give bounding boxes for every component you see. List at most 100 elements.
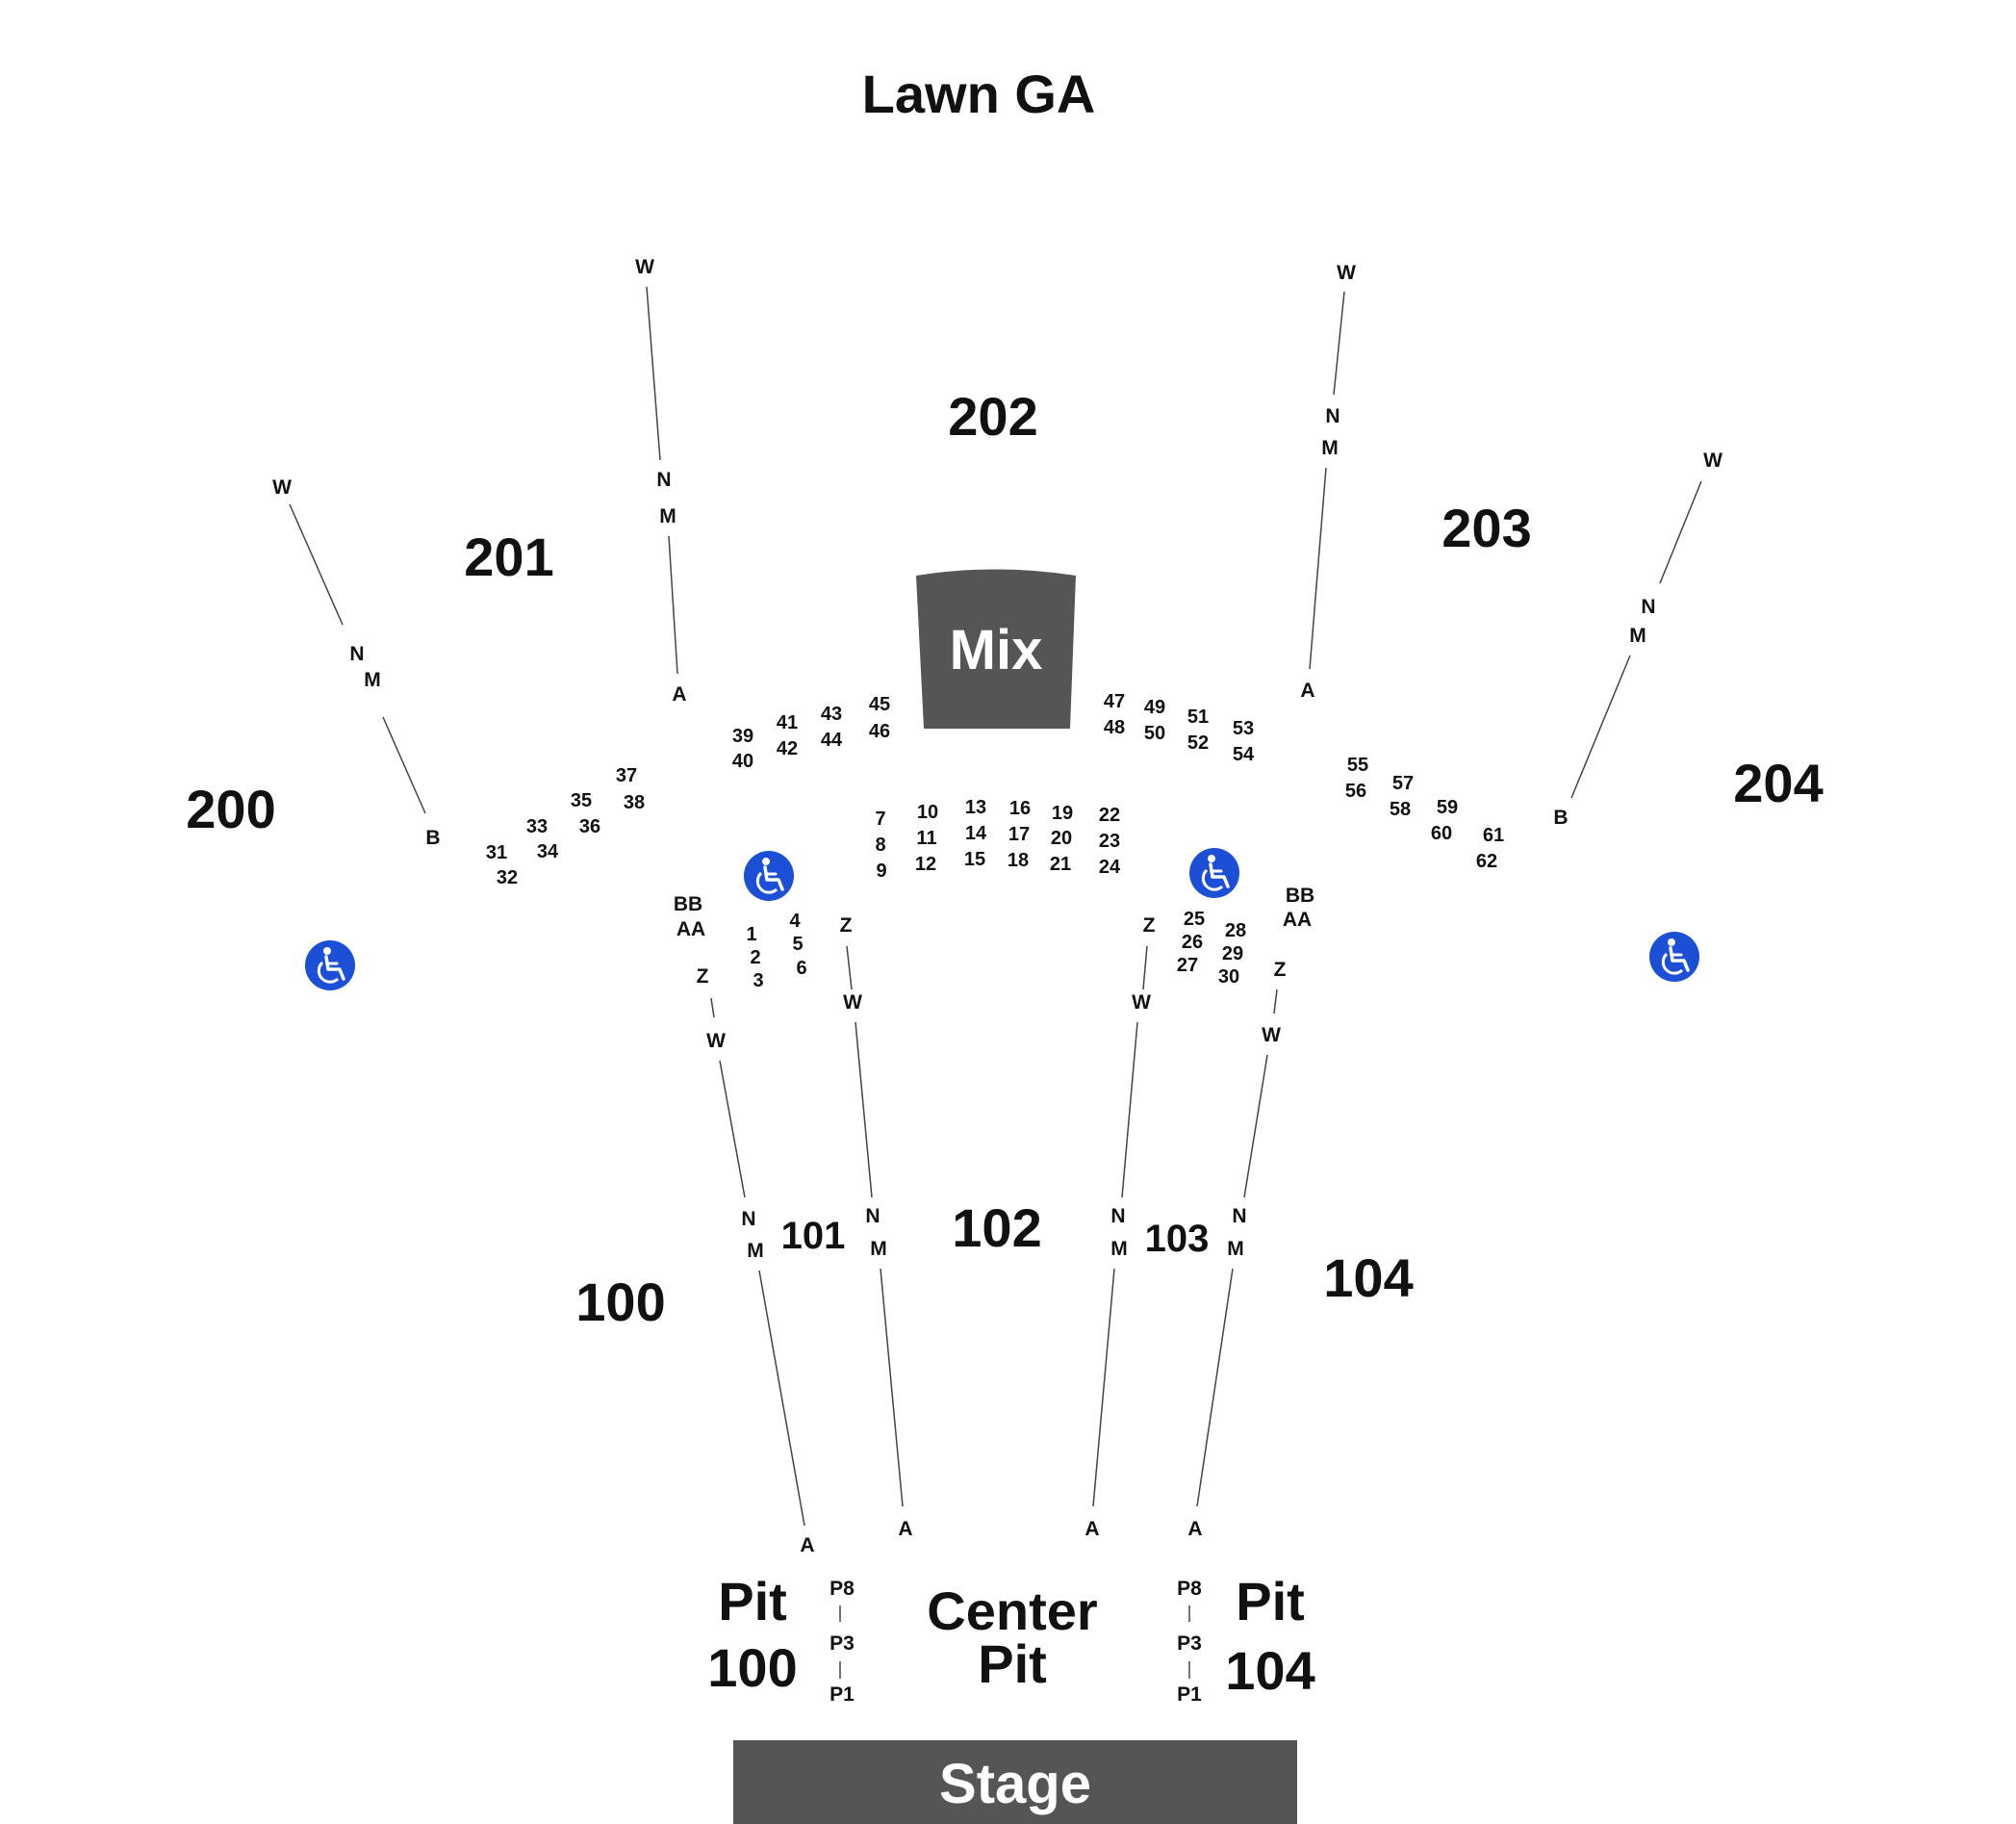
box-54[interactable]: 54 bbox=[1233, 744, 1255, 765]
box-2[interactable]: 2 bbox=[750, 947, 760, 968]
box-12[interactable]: 12 bbox=[915, 854, 936, 875]
section-103[interactable]: 103 bbox=[1145, 1218, 1210, 1260]
box-39[interactable]: 39 bbox=[732, 726, 753, 747]
box-6[interactable]: 6 bbox=[796, 958, 806, 979]
row-label-aa: AA bbox=[1283, 909, 1312, 931]
box-19[interactable]: 19 bbox=[1052, 803, 1073, 824]
box-47[interactable]: 47 bbox=[1104, 691, 1125, 712]
box-52[interactable]: 52 bbox=[1187, 732, 1209, 754]
box-1[interactable]: 1 bbox=[746, 924, 756, 945]
box-17[interactable]: 17 bbox=[1008, 824, 1030, 845]
box-11[interactable]: 11 bbox=[916, 828, 936, 849]
box-33[interactable]: 33 bbox=[526, 816, 548, 837]
box-56[interactable]: 56 bbox=[1345, 781, 1366, 802]
box-42[interactable]: 42 bbox=[777, 738, 798, 759]
row-label-m: M bbox=[870, 1238, 887, 1260]
wheelchair-icon[interactable] bbox=[1189, 848, 1239, 898]
row-label-w: W bbox=[635, 256, 654, 278]
aisle-line bbox=[1333, 291, 1345, 396]
box-35[interactable]: 35 bbox=[571, 790, 592, 811]
row-label-n: N bbox=[349, 643, 364, 665]
box-61[interactable]: 61 bbox=[1483, 825, 1504, 846]
section-101[interactable]: 101 bbox=[781, 1215, 846, 1257]
box-25[interactable]: 25 bbox=[1184, 909, 1205, 930]
box-55[interactable]: 55 bbox=[1347, 755, 1368, 776]
box-46[interactable]: 46 bbox=[869, 721, 890, 742]
box-60[interactable]: 60 bbox=[1431, 823, 1452, 844]
pit-100-line2[interactable]: 100 bbox=[707, 1637, 797, 1698]
box-10[interactable]: 10 bbox=[917, 802, 938, 823]
box-37[interactable]: 37 bbox=[616, 765, 637, 786]
pit-100-line1[interactable]: Pit bbox=[718, 1571, 787, 1631]
row-label-a: A bbox=[1300, 680, 1314, 702]
box-24[interactable]: 24 bbox=[1099, 857, 1121, 878]
box-22[interactable]: 22 bbox=[1099, 805, 1120, 826]
box-53[interactable]: 53 bbox=[1233, 718, 1254, 739]
box-31[interactable]: 31 bbox=[486, 842, 507, 863]
row-label-z: Z bbox=[697, 965, 709, 988]
box-44[interactable]: 44 bbox=[821, 730, 843, 751]
box-18[interactable]: 18 bbox=[1008, 850, 1029, 871]
box-38[interactable]: 38 bbox=[624, 792, 645, 813]
pit-104-line2[interactable]: 104 bbox=[1225, 1640, 1314, 1701]
box-8[interactable]: 8 bbox=[875, 835, 885, 856]
box-57[interactable]: 57 bbox=[1392, 773, 1414, 794]
box-21[interactable]: 21 bbox=[1050, 854, 1071, 875]
section-202[interactable]: 202 bbox=[948, 386, 1037, 447]
box-5[interactable]: 5 bbox=[792, 934, 803, 955]
box-30[interactable]: 30 bbox=[1218, 966, 1239, 988]
box-14[interactable]: 14 bbox=[965, 823, 987, 844]
aisle-line bbox=[758, 1270, 805, 1527]
box-36[interactable]: 36 bbox=[579, 816, 600, 837]
aisle-line bbox=[710, 997, 715, 1018]
box-26[interactable]: 26 bbox=[1182, 932, 1203, 953]
box-23[interactable]: 23 bbox=[1099, 831, 1120, 852]
row-label-a: A bbox=[1187, 1518, 1202, 1540]
section-104[interactable]: 104 bbox=[1323, 1247, 1413, 1308]
center-pit-line1[interactable]: Center bbox=[927, 1580, 1097, 1641]
wheelchair-icon[interactable] bbox=[1649, 932, 1699, 982]
row-label-aa: AA bbox=[676, 918, 705, 940]
box-7[interactable]: 7 bbox=[875, 809, 885, 830]
box-32[interactable]: 32 bbox=[497, 867, 518, 888]
row-label-n: N bbox=[865, 1205, 880, 1227]
box-43[interactable]: 43 bbox=[821, 704, 842, 725]
section-201[interactable]: 201 bbox=[464, 527, 553, 587]
box-9[interactable]: 9 bbox=[876, 861, 886, 882]
box-4[interactable]: 4 bbox=[789, 911, 801, 932]
box-48[interactable]: 48 bbox=[1104, 717, 1125, 738]
wheelchair-icon[interactable] bbox=[744, 851, 794, 901]
box-3[interactable]: 3 bbox=[753, 970, 763, 991]
wheelchair-icon[interactable] bbox=[305, 940, 355, 990]
section-102[interactable]: 102 bbox=[952, 1197, 1041, 1258]
section-203[interactable]: 203 bbox=[1442, 498, 1531, 558]
section-204[interactable]: 204 bbox=[1733, 753, 1823, 813]
row-label-a: A bbox=[898, 1518, 912, 1540]
box-59[interactable]: 59 bbox=[1437, 797, 1458, 818]
box-51[interactable]: 51 bbox=[1187, 706, 1209, 728]
box-15[interactable]: 15 bbox=[964, 849, 985, 870]
row-label-w: W bbox=[1132, 991, 1151, 1014]
box-49[interactable]: 49 bbox=[1144, 697, 1165, 718]
box-20[interactable]: 20 bbox=[1051, 828, 1072, 849]
box-13[interactable]: 13 bbox=[965, 797, 986, 818]
box-58[interactable]: 58 bbox=[1390, 799, 1411, 820]
section-lawn-ga[interactable]: Lawn GA bbox=[862, 64, 1096, 124]
aisle-line bbox=[1309, 467, 1327, 670]
box-45[interactable]: 45 bbox=[869, 694, 890, 715]
center-pit-line2[interactable]: Pit bbox=[978, 1633, 1047, 1694]
box-28[interactable]: 28 bbox=[1225, 920, 1246, 941]
box-29[interactable]: 29 bbox=[1222, 943, 1243, 964]
section-200[interactable]: 200 bbox=[186, 779, 275, 839]
stage bbox=[733, 1740, 1297, 1824]
box-27[interactable]: 27 bbox=[1177, 955, 1198, 976]
section-100[interactable]: 100 bbox=[575, 1272, 665, 1332]
box-34[interactable]: 34 bbox=[537, 841, 559, 862]
box-41[interactable]: 41 bbox=[777, 712, 798, 733]
box-62[interactable]: 62 bbox=[1476, 851, 1497, 872]
box-40[interactable]: 40 bbox=[732, 751, 753, 772]
box-16[interactable]: 16 bbox=[1009, 798, 1031, 819]
row-label-n: N bbox=[1325, 405, 1340, 427]
pit-104-line1[interactable]: Pit bbox=[1236, 1571, 1305, 1631]
box-50[interactable]: 50 bbox=[1144, 723, 1165, 744]
